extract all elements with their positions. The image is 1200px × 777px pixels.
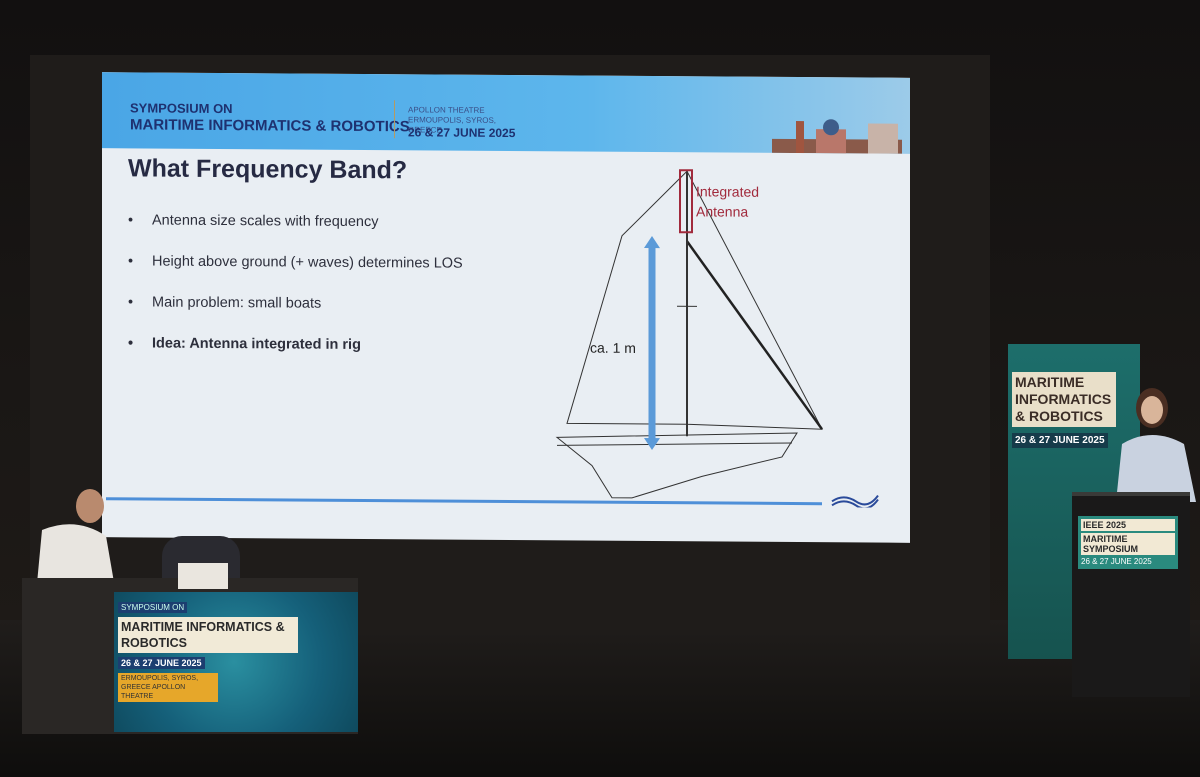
seated-man-figure [36,489,116,594]
antenna-highlight [679,169,693,234]
rollup-dates: 26 & 27 JUNE 2025 [1012,433,1108,448]
bullet-item: Antenna size scales with frequency [128,212,463,255]
podium-sign-subtitle: MARITIME SYMPOSIUM [1081,533,1175,555]
presentation-slide: SYMPOSIUM ON MARITIME INFORMATICS & ROBO… [102,72,910,543]
integrated-antenna-label: Integrated Antenna [696,183,760,220]
header-divider [394,100,395,139]
bullet-item: Main problem: small boats [128,294,463,337]
bullet-item: Height above ground (+ waves) determines… [128,253,463,296]
header-dates: 26 & 27 JUNE 2025 [408,125,516,141]
bullet-item: Idea: Antenna integrated in rig [128,335,463,378]
header-line2: MARITIME INFORMATICS & ROBOTICS [130,116,410,136]
table-banner-venue: ERMOUPOLIS, SYROS, GREECE APOLLON THEATR… [118,673,218,702]
speaker-figure [1116,388,1196,502]
bullet-list: Antenna size scales with frequency Heigh… [128,212,463,378]
sailboat-diagram [555,169,824,499]
wave-logo-icon [831,494,879,508]
table-banner-dates: 26 & 27 JUNE 2025 [118,657,205,669]
table-banner: SYMPOSIUM ON MARITIME INFORMATICS & ROBO… [114,592,358,732]
town-skyline-image [772,119,902,154]
name-plate [178,563,228,589]
height-label: ca. 1 m [590,339,636,356]
slide-title: What Frequency Band? [128,154,408,185]
rollup-title: MARITIME INFORMATICS & ROBOTICS [1012,372,1116,427]
podium-sign-title: IEEE 2025 [1081,519,1175,531]
table-banner-title: MARITIME INFORMATICS & ROBOTICS [118,617,298,653]
table-banner-kicker: SYMPOSIUM ON [118,602,188,613]
podium-sign-dates: 26 & 27 JUNE 2025 [1081,557,1152,566]
podium: IEEE 2025 MARITIME SYMPOSIUM 26 & 27 JUN… [1072,492,1190,697]
slide-header-banner: SYMPOSIUM ON MARITIME INFORMATICS & ROBO… [102,72,910,154]
podium-sign: IEEE 2025 MARITIME SYMPOSIUM 26 & 27 JUN… [1078,516,1178,569]
header-line1: SYMPOSIUM ON [130,100,233,117]
